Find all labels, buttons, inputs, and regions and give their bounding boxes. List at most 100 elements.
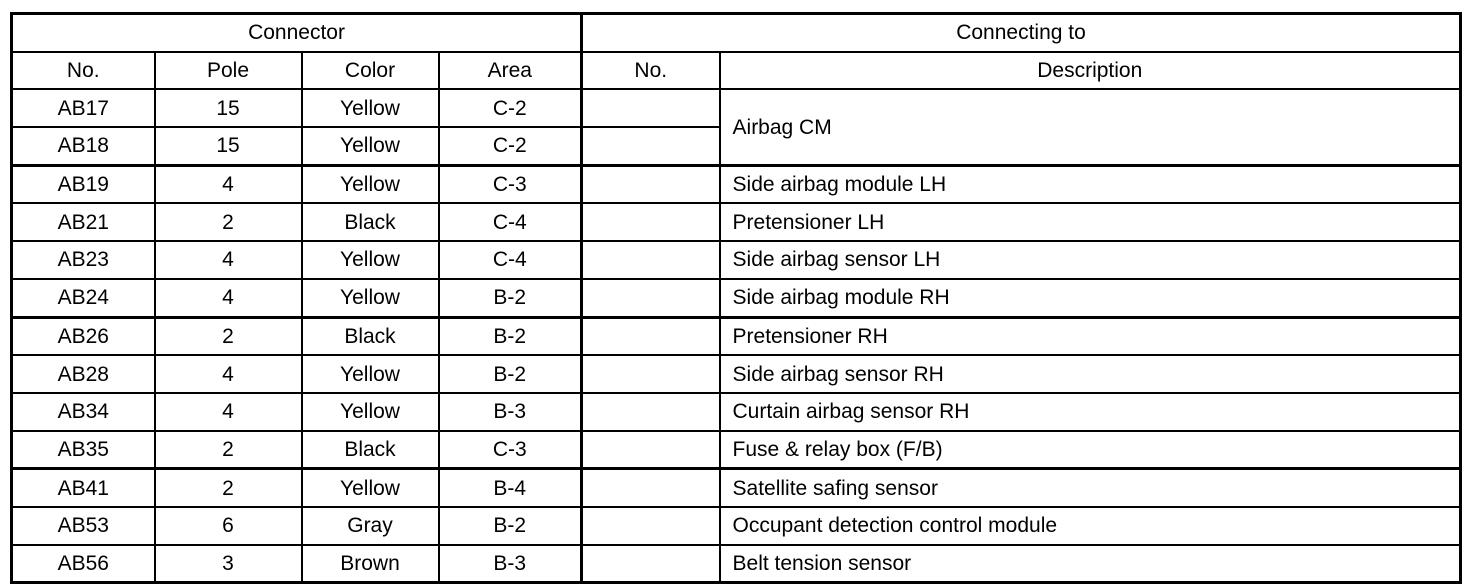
- column-header-pole: Pole: [153, 50, 303, 91]
- color-cell: Yellow: [300, 467, 440, 508]
- connecting-no-cell: [580, 354, 721, 394]
- description-cell: Side airbag module RH: [718, 277, 1462, 319]
- header-connector: Connector: [10, 12, 584, 53]
- description-cell: Airbag CM: [718, 88, 1462, 167]
- description-cell: Side airbag module LH: [718, 164, 1462, 205]
- pole-cell: 2: [153, 315, 303, 357]
- area-cell: C-2: [437, 88, 584, 129]
- connector-no-cell: AB28: [10, 354, 156, 394]
- connector-no-cell: AB17: [10, 88, 156, 129]
- area-cell: C-3: [437, 164, 584, 205]
- connector-no-cell: AB56: [10, 543, 156, 584]
- description-cell: Pretensioner LH: [718, 202, 1462, 243]
- pole-cell: 4: [153, 391, 303, 432]
- column-header-no: No.: [10, 50, 156, 91]
- color-cell: Yellow: [300, 126, 440, 167]
- area-cell: C-4: [437, 240, 584, 280]
- area-cell: B-3: [437, 391, 584, 432]
- connecting-no-cell: [580, 164, 721, 205]
- area-cell: B-3: [437, 543, 584, 584]
- connecting-no-cell: [580, 467, 721, 508]
- connecting-no-cell: [580, 391, 721, 432]
- color-cell: Yellow: [300, 277, 440, 319]
- pole-cell: 6: [153, 505, 303, 546]
- area-cell: C-4: [437, 202, 584, 243]
- area-cell: B-2: [437, 505, 584, 546]
- description-cell: Side airbag sensor LH: [718, 240, 1462, 280]
- area-cell: B-4: [437, 467, 584, 508]
- area-cell: C-3: [437, 429, 584, 471]
- connector-no-cell: AB34: [10, 391, 156, 432]
- connector-table: Connector Connecting to No. Pole Color A…: [10, 12, 1462, 585]
- column-header-row: No. Pole Color Area No. Description: [10, 50, 1462, 91]
- connector-no-cell: AB41: [10, 467, 156, 508]
- color-cell: Yellow: [300, 240, 440, 280]
- column-header-area: Area: [437, 50, 584, 91]
- area-cell: B-2: [437, 354, 584, 394]
- connecting-no-cell: [580, 202, 721, 243]
- connecting-no-cell: [580, 315, 721, 357]
- color-cell: Yellow: [300, 164, 440, 205]
- pole-cell: 15: [153, 88, 303, 129]
- connecting-no-cell: [580, 505, 721, 546]
- connector-no-cell: AB18: [10, 126, 156, 167]
- description-cell: Curtain airbag sensor RH: [718, 391, 1462, 432]
- color-cell: Brown: [300, 543, 440, 584]
- connecting-no-cell: [580, 543, 721, 584]
- pole-cell: 2: [153, 467, 303, 508]
- description-cell: Occupant detection control module: [718, 505, 1462, 546]
- column-header-connecting-no: No.: [580, 50, 721, 91]
- connector-no-cell: AB53: [10, 505, 156, 546]
- color-cell: Black: [300, 315, 440, 357]
- color-cell: Yellow: [300, 354, 440, 394]
- connecting-no-cell: [580, 240, 721, 280]
- column-header-description: Description: [718, 50, 1462, 91]
- connecting-no-cell: [580, 88, 721, 129]
- connector-no-cell: AB21: [10, 202, 156, 243]
- pole-cell: 2: [153, 202, 303, 243]
- color-cell: Gray: [300, 505, 440, 546]
- color-cell: Black: [300, 202, 440, 243]
- group-header-row: Connector Connecting to: [10, 12, 1462, 53]
- connector-no-cell: AB24: [10, 277, 156, 319]
- connector-no-cell: AB19: [10, 164, 156, 205]
- description-cell: Satellite safing sensor: [718, 467, 1462, 508]
- pole-cell: 4: [153, 277, 303, 319]
- pole-cell: 4: [153, 164, 303, 205]
- connecting-no-cell: [580, 126, 721, 167]
- connector-no-cell: AB35: [10, 429, 156, 471]
- description-cell: Pretensioner RH: [718, 315, 1462, 357]
- color-cell: Yellow: [300, 88, 440, 129]
- color-cell: Black: [300, 429, 440, 471]
- color-cell: Yellow: [300, 391, 440, 432]
- header-connecting-to: Connecting to: [580, 12, 1462, 53]
- pole-cell: 4: [153, 240, 303, 280]
- column-header-color: Color: [300, 50, 440, 91]
- connecting-no-cell: [580, 277, 721, 319]
- description-cell: Belt tension sensor: [718, 543, 1462, 584]
- area-cell: B-2: [437, 315, 584, 357]
- connector-no-cell: AB23: [10, 240, 156, 280]
- connector-no-cell: AB26: [10, 315, 156, 357]
- pole-cell: 4: [153, 354, 303, 394]
- description-cell: Fuse & relay box (F/B): [718, 429, 1462, 471]
- connecting-no-cell: [580, 429, 721, 471]
- pole-cell: 15: [153, 126, 303, 167]
- pole-cell: 3: [153, 543, 303, 584]
- description-cell: Side airbag sensor RH: [718, 354, 1462, 394]
